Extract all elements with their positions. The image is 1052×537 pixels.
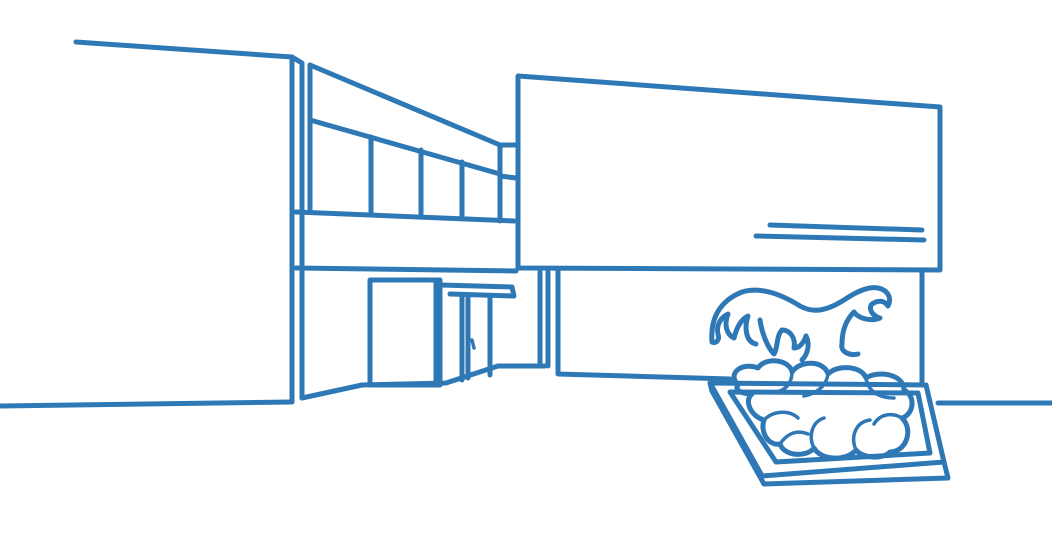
left-wing <box>73 39 519 405</box>
right-lower-volume <box>555 267 925 386</box>
ground-line <box>0 399 1052 409</box>
door-handle <box>470 338 476 350</box>
shrubs <box>731 358 915 461</box>
right-upper-box <box>515 73 943 273</box>
entrance <box>299 269 551 401</box>
fountain-sculpture <box>709 285 893 363</box>
planter <box>707 380 951 487</box>
